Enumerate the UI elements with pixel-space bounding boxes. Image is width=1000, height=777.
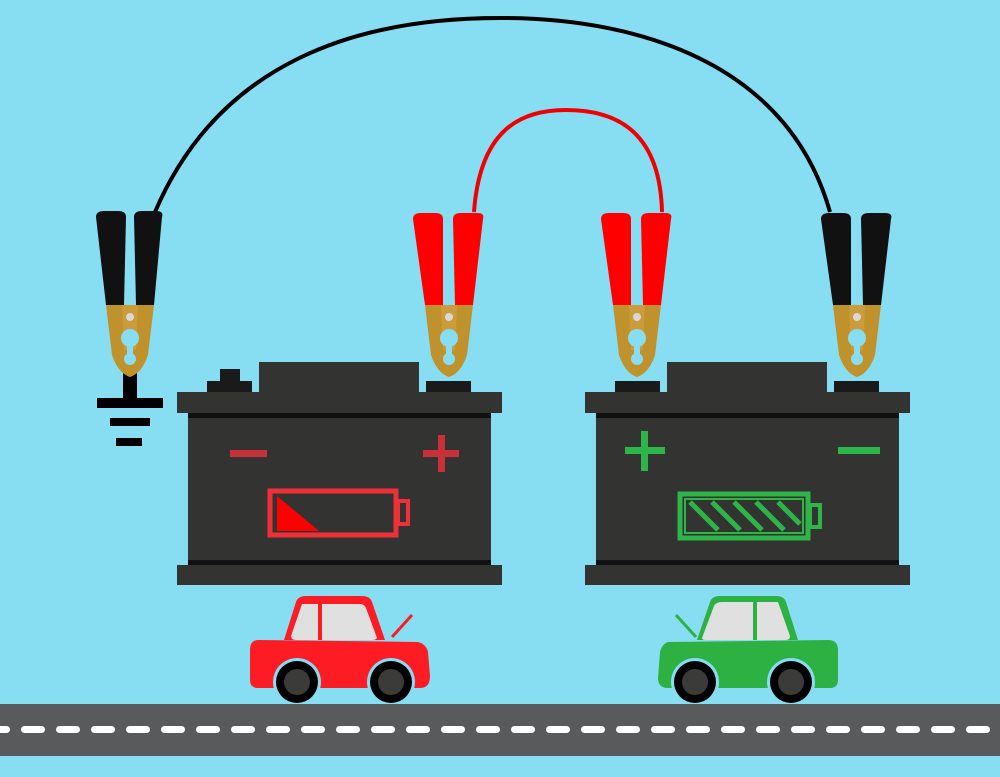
minus-icon: [230, 450, 267, 457]
road-dash: [581, 726, 605, 733]
road-dash: [336, 726, 360, 733]
road-dash: [616, 726, 640, 733]
wheel: [367, 658, 415, 706]
road-dash: [931, 726, 955, 733]
road-dash: [371, 726, 395, 733]
battery-low-icon: [267, 488, 410, 538]
charge-level-fill: [277, 496, 319, 531]
road-dash: [511, 726, 535, 733]
road-dash: [966, 726, 990, 733]
road-dash: [686, 726, 710, 733]
dead-battery: [177, 362, 502, 585]
road-dash: [126, 726, 150, 733]
green-car: [658, 596, 838, 706]
wheel: [767, 658, 815, 706]
black-clamp-left: [96, 211, 163, 377]
red-clamp-donor-positive: [601, 213, 672, 377]
battery-full-icon: [677, 491, 822, 541]
road-dash: [441, 726, 465, 733]
road-dash: [756, 726, 780, 733]
road-dash: [196, 726, 220, 733]
road-dash: [161, 726, 185, 733]
road-dash: [721, 726, 745, 733]
red-jumper-wire: [472, 107, 664, 213]
road-dash: [826, 726, 850, 733]
open-hood: [674, 613, 698, 639]
road-dash: [56, 726, 80, 733]
plus-icon: [423, 435, 459, 472]
road-dash: [266, 726, 290, 733]
road-dash: [651, 726, 675, 733]
road: [0, 704, 1000, 756]
open-hood: [390, 613, 414, 639]
black-clamp-donor-negative: [821, 213, 892, 377]
road-lane-markings: [0, 726, 990, 733]
road-dash: [21, 726, 45, 733]
road-dash: [861, 726, 885, 733]
minus-icon: [838, 447, 880, 454]
road-dash: [231, 726, 255, 733]
road-dash: [301, 726, 325, 733]
road-dash: [476, 726, 500, 733]
wheel: [671, 658, 719, 706]
road-dash: [91, 726, 115, 733]
plus-icon: [625, 431, 665, 471]
red-car: [250, 596, 430, 706]
wheel: [273, 658, 321, 706]
road-dash: [0, 726, 10, 733]
road-dash: [406, 726, 430, 733]
road-dash: [791, 726, 815, 733]
black-jumper-wire: [153, 15, 832, 213]
charge-level-fill: [688, 500, 802, 532]
red-clamp-dead-positive: [413, 213, 484, 377]
donor-battery: [585, 362, 910, 585]
road-dash: [546, 726, 570, 733]
road-dash: [896, 726, 920, 733]
